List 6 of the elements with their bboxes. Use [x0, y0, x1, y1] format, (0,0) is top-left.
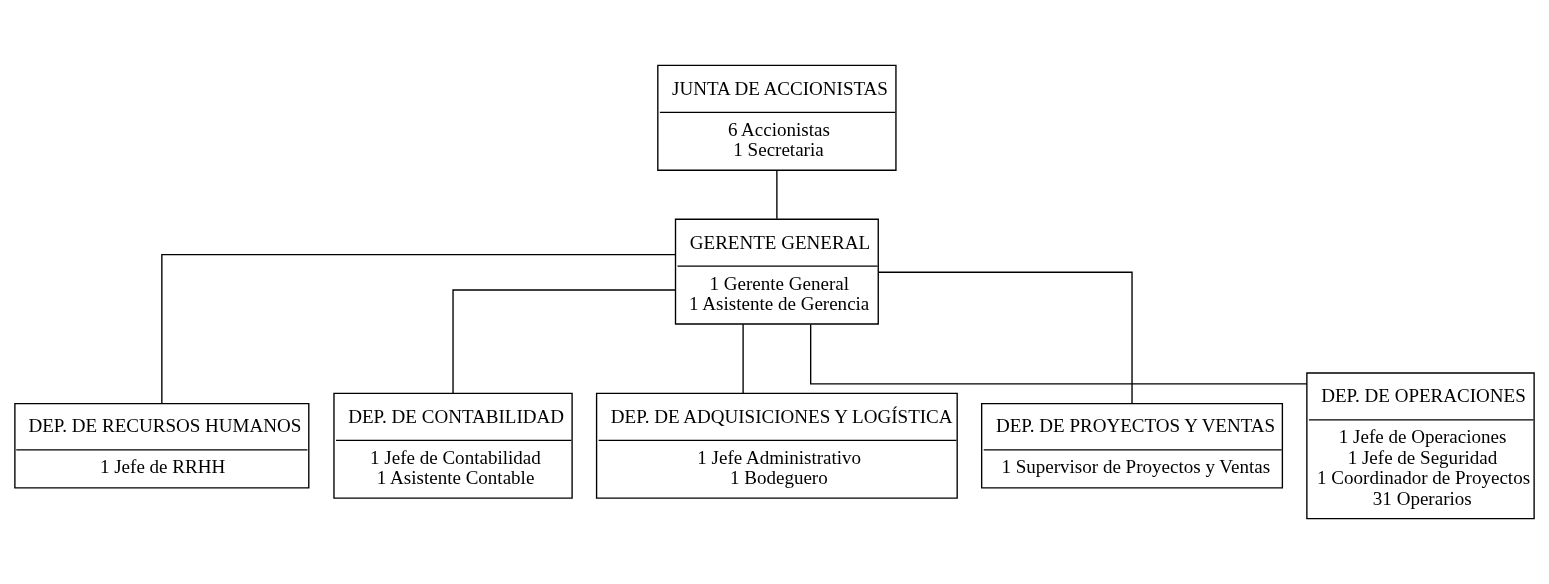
- connector: [877, 271, 1133, 404]
- connector: [161, 253, 676, 404]
- connector: [810, 323, 1308, 385]
- connector: [452, 289, 676, 394]
- connector: [776, 169, 778, 220]
- connector: [742, 323, 744, 394]
